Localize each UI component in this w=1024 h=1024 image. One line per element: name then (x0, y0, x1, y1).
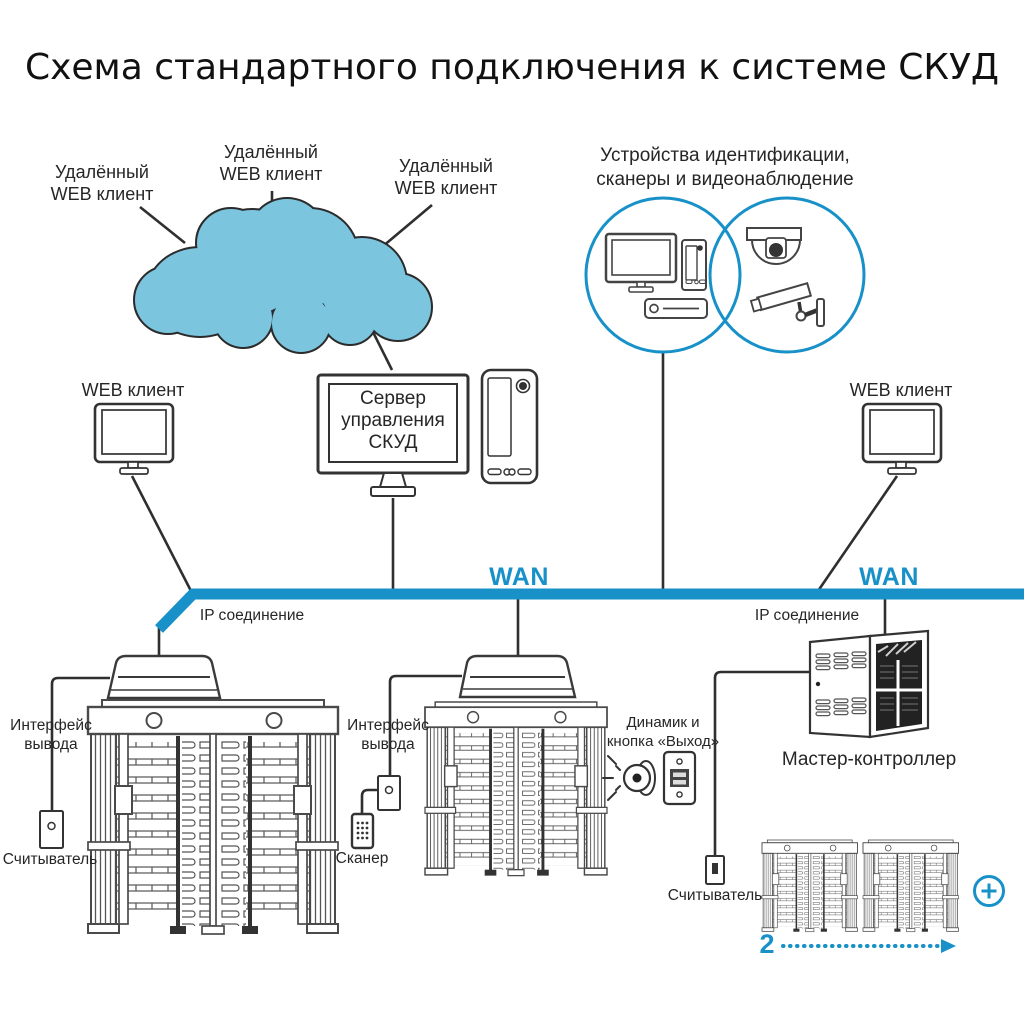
web-client-left-icon (93, 402, 175, 475)
reader-left-label: Считыватель (2, 851, 98, 868)
turnstile-left-illustration (86, 698, 340, 936)
master-controller-icon (808, 629, 930, 739)
controller-pcb (876, 640, 922, 731)
reader-right-label: Считыватель (667, 887, 763, 904)
server-tower-icon (480, 368, 539, 485)
speaker-icon (602, 755, 656, 801)
wan-left-label: WAN (489, 563, 549, 591)
expansion-arrow (781, 939, 956, 953)
dome-camera-icon (746, 227, 802, 265)
scanner-icon (350, 812, 375, 850)
turnstile-count-label: 2 (759, 929, 775, 959)
page-title: Схема стандартного подключения к системе… (24, 47, 1000, 88)
master-controller-label: Мастер-контроллер (781, 749, 957, 770)
turnstile-middle-roof (458, 654, 577, 699)
server-monitor-icon (316, 373, 470, 497)
web-client-right-label: WEB клиент (849, 380, 953, 400)
web-client-right-icon (861, 402, 943, 475)
wan-right-label: WAN (859, 563, 919, 591)
reader-right-icon (705, 855, 725, 885)
mini-turnstile-1 (761, 839, 858, 933)
reader-left-icon (39, 810, 64, 849)
workstation-icon (604, 232, 708, 319)
ip-connection-left-label: IP соединение (199, 607, 305, 624)
internet-cloud-icon (133, 197, 433, 354)
web-client-left-label: WEB клиент (81, 380, 185, 400)
scanner-label: Сканер (335, 850, 389, 867)
turnstile-left-roof (106, 654, 222, 700)
output-interface-middle-icon (377, 775, 401, 811)
mini-turnstile-2 (862, 839, 959, 933)
ip-connection-right-label: IP соединение (754, 607, 860, 624)
turnstile-middle-illustration (424, 701, 608, 877)
wan-bus-line (155, 588, 1024, 633)
exit-button-icon (662, 750, 697, 806)
connector-lines (50, 191, 899, 856)
cctv-camera-icon (749, 281, 825, 327)
add-more-icon (973, 875, 1005, 907)
id-devices-circles (584, 196, 866, 354)
id-devices-label: Устройства идентификации,сканеры и видео… (596, 145, 854, 190)
